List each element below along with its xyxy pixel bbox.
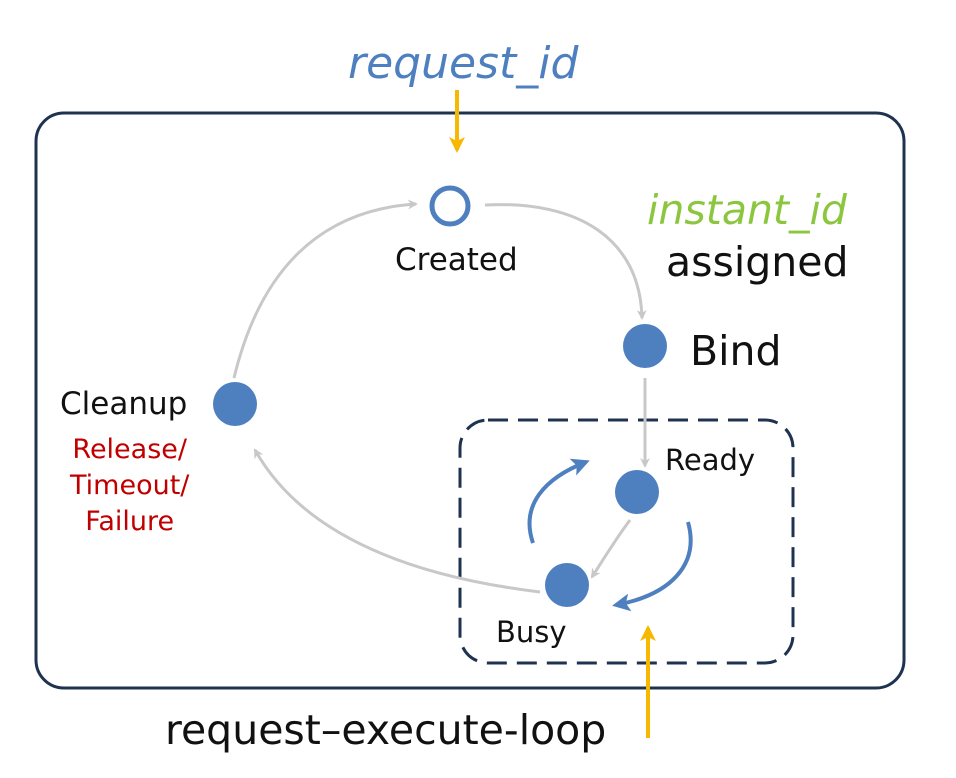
state-label-created: Created [395,242,518,278]
arrow-created-to-bind [484,203,647,320]
arrow-ready-to-busy [590,519,632,579]
node-cleanup [213,382,257,426]
cleanup-reason-release: Release/ [72,434,187,465]
cleanup-reasons: Release/ Timeout/ Failure [70,432,189,540]
state-label-bind: Bind [690,327,782,375]
assigned-label: assigned [666,238,849,286]
node-busy [545,563,589,607]
request-id-label: request_id [348,38,579,89]
loop-arrow-to-ready [527,458,590,544]
loop-arrow-to-busy [612,521,693,612]
state-label-cleanup: Cleanup [60,386,188,422]
state-label-busy: Busy [496,615,567,649]
outer-frame [34,111,906,690]
cleanup-reason-failure: Failure [85,505,175,537]
node-bind [623,324,667,368]
cleanup-reason-timeout: Timeout/ [70,469,190,501]
loop-frame [458,418,795,665]
loop-label: request–execute-loop [165,706,607,754]
arrow-busy-to-cleanup [253,448,541,594]
arrow-cleanup-to-created [232,199,418,379]
node-ready [615,470,659,514]
node-created [429,185,471,227]
state-label-ready: Ready [665,443,756,477]
instant-id-label: instant_id [647,186,847,234]
